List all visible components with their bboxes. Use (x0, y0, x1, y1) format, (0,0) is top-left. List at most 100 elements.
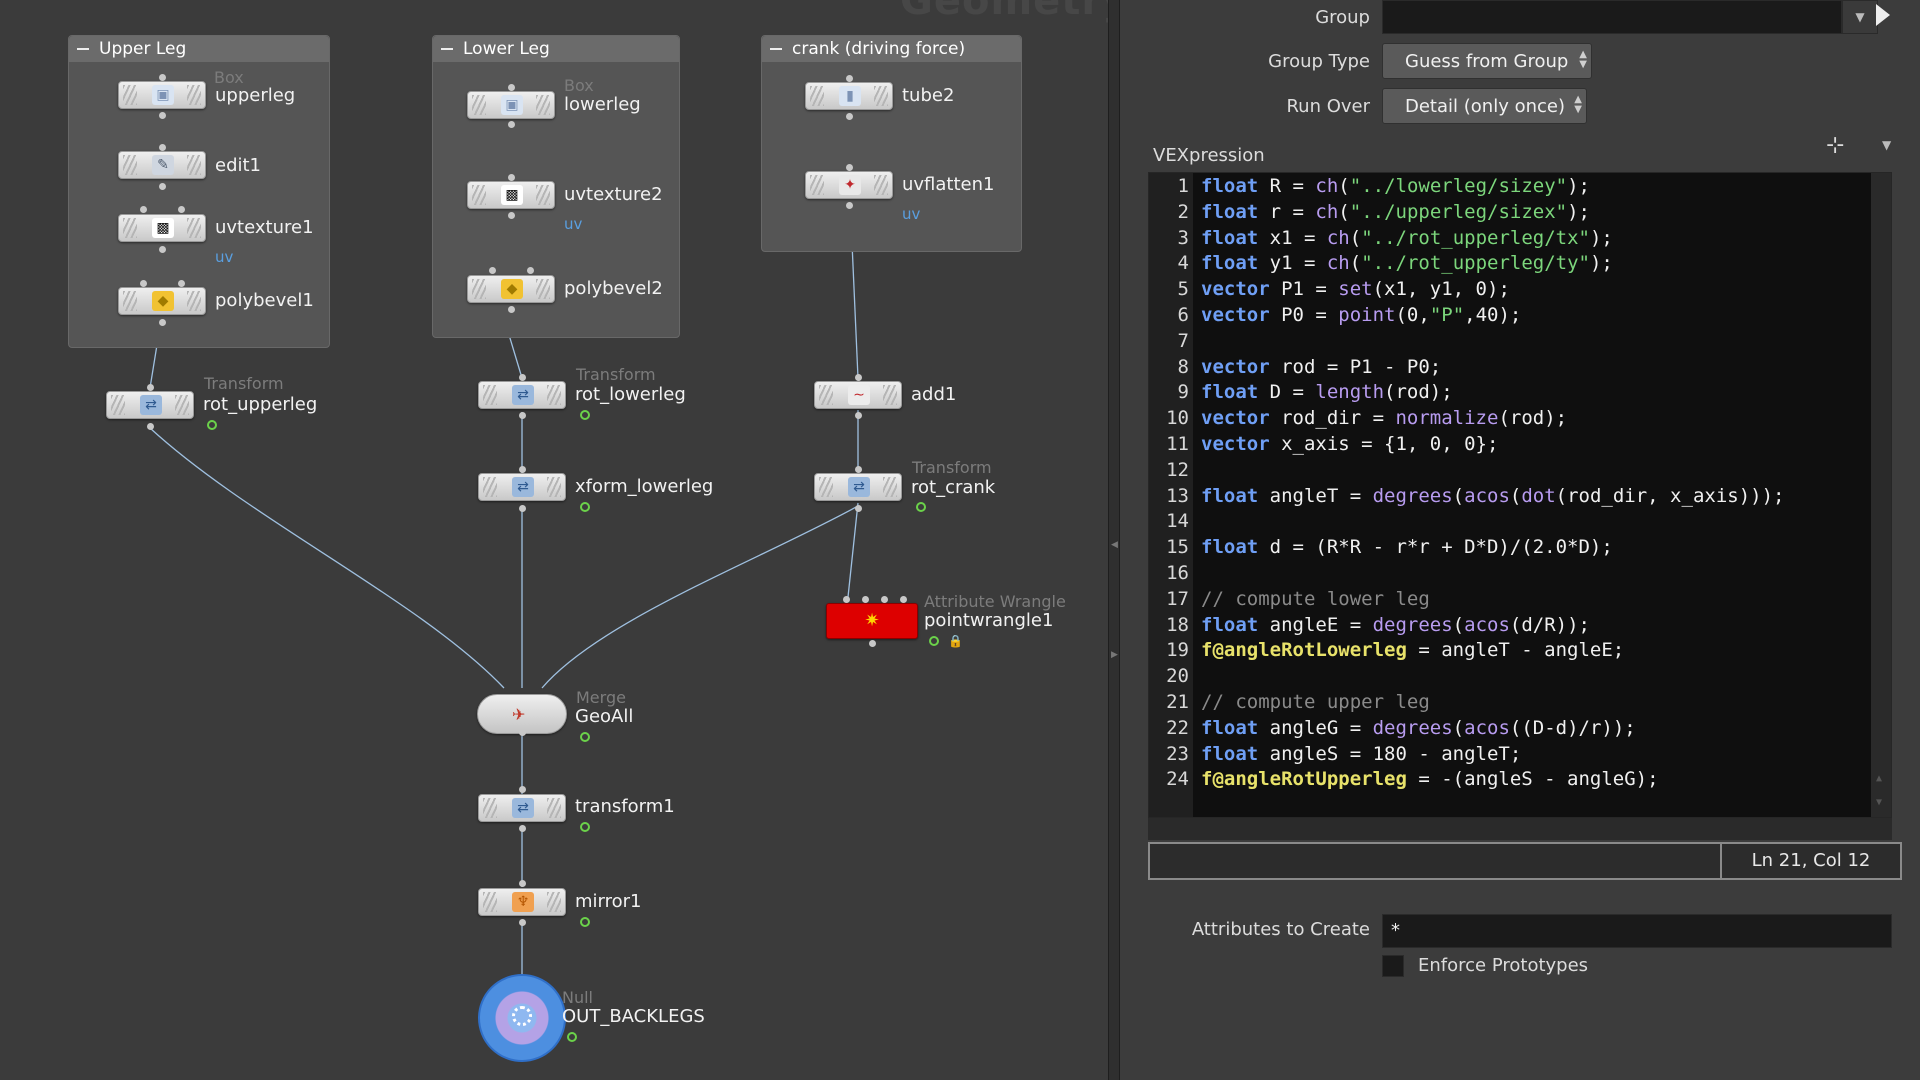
node-xform-lowerleg[interactable]: ⇄ (478, 473, 566, 501)
node-uvtexture1[interactable]: ▩ (118, 214, 206, 242)
node-edit1[interactable]: ✎ (118, 151, 206, 179)
pane-splitter[interactable]: ◀ ▶ (1108, 0, 1120, 1080)
collapse-icon[interactable] (770, 48, 782, 50)
display-flag-icon[interactable] (929, 636, 939, 646)
output-connector[interactable] (519, 505, 526, 512)
code-line[interactable]: 12 (1149, 459, 1193, 485)
node-geoall-merge[interactable]: ✈ (477, 694, 567, 734)
code-line[interactable]: 20 (1149, 665, 1193, 691)
network-box-header[interactable]: Upper Leg (69, 36, 329, 62)
output-connector[interactable] (846, 113, 853, 120)
code-line[interactable]: 14 (1149, 510, 1193, 536)
node-tube2[interactable]: ▮ (805, 82, 893, 110)
input-connector[interactable] (881, 596, 888, 603)
node-lowerleg[interactable]: ▣ (467, 91, 555, 119)
input-connector[interactable] (519, 374, 526, 381)
input-connector[interactable] (855, 466, 862, 473)
vertical-scrollbar[interactable]: ▲ ▼ (1871, 173, 1891, 817)
output-connector[interactable] (159, 112, 166, 119)
input-connector[interactable] (508, 174, 515, 181)
scroll-down-icon[interactable]: ▼ (1876, 797, 1883, 808)
node-rot-crank[interactable]: ⇄ (814, 473, 902, 501)
input-connector[interactable] (846, 75, 853, 82)
input-connector[interactable] (843, 596, 850, 603)
output-connector[interactable] (508, 121, 515, 128)
node-mirror1[interactable]: ♆ (478, 888, 566, 916)
input-connector[interactable] (489, 267, 496, 274)
input-connector[interactable] (862, 596, 869, 603)
input-connector[interactable] (519, 786, 526, 793)
output-connector[interactable] (519, 729, 526, 736)
node-add1[interactable]: ∼ (814, 381, 902, 409)
enforce-prototypes-checkbox[interactable] (1382, 955, 1404, 977)
collapse-icon[interactable] (77, 48, 89, 50)
group-type-menu[interactable]: Guess from Group ▲▼ (1382, 43, 1592, 79)
input-connector[interactable] (178, 280, 185, 287)
code-line[interactable]: 7 (1149, 330, 1193, 356)
node-uvtexture2[interactable]: ▩ (467, 181, 555, 209)
display-flag-icon[interactable] (916, 502, 926, 512)
network-editor[interactable]: Geometry (0, 0, 1108, 1080)
code-line[interactable]: 17// compute lower leg (1149, 588, 1430, 614)
output-connector[interactable] (159, 319, 166, 326)
attributes-to-create-field[interactable]: * (1382, 914, 1892, 948)
display-flag-icon[interactable] (567, 1032, 577, 1042)
output-connector[interactable] (159, 246, 166, 253)
output-connector[interactable] (869, 640, 876, 647)
output-connector[interactable] (147, 423, 154, 430)
snippet-menu-icon[interactable]: ⊹ (1826, 133, 1845, 158)
node-transform1[interactable]: ⇄ (478, 794, 566, 822)
input-connector[interactable] (900, 596, 907, 603)
collapse-icon[interactable] (441, 48, 453, 50)
output-connector[interactable] (855, 505, 862, 512)
node-polybevel1[interactable]: ◆ (118, 287, 206, 315)
output-connector[interactable] (519, 825, 526, 832)
display-flag-icon[interactable] (580, 502, 590, 512)
display-flag-icon[interactable] (580, 732, 590, 742)
group-dropdown-button[interactable]: ▼ (1842, 0, 1878, 34)
input-connector[interactable] (508, 84, 515, 91)
code-line[interactable]: 21// compute upper leg (1149, 691, 1430, 717)
display-flag-icon[interactable] (580, 410, 590, 420)
output-connector[interactable] (508, 306, 515, 313)
scroll-up-icon[interactable]: ▲ (1876, 773, 1883, 784)
output-connector[interactable] (508, 212, 515, 219)
code-line[interactable]: 16 (1149, 562, 1193, 588)
output-connector[interactable] (159, 183, 166, 190)
input-connector[interactable] (519, 880, 526, 887)
select-arrow-icon[interactable] (1876, 4, 1890, 26)
node-out-backlegs-null[interactable] (478, 974, 566, 1062)
node-rot-lowerleg[interactable]: ⇄ (478, 381, 566, 409)
input-connector[interactable] (519, 466, 526, 473)
output-connector[interactable] (519, 412, 526, 419)
node-uvflatten1[interactable]: ✦ (805, 171, 893, 199)
input-connector[interactable] (159, 144, 166, 151)
input-connector[interactable] (527, 267, 534, 274)
network-box-crank[interactable]: crank (driving force) (761, 35, 1022, 252)
display-flag-icon[interactable] (207, 420, 217, 430)
output-connector[interactable] (519, 919, 526, 926)
input-connector[interactable] (846, 164, 853, 171)
output-connector[interactable] (846, 202, 853, 209)
node-rot-upperleg[interactable]: ⇄ (106, 391, 194, 419)
input-connector[interactable] (147, 384, 154, 391)
horizontal-scrollbar[interactable] (1148, 818, 1892, 840)
lock-icon[interactable]: 🔒 (948, 634, 963, 648)
input-connector[interactable] (140, 280, 147, 287)
network-box-header[interactable]: crank (driving force) (762, 36, 1021, 62)
node-pointwrangle1[interactable]: ✷ (826, 603, 918, 639)
